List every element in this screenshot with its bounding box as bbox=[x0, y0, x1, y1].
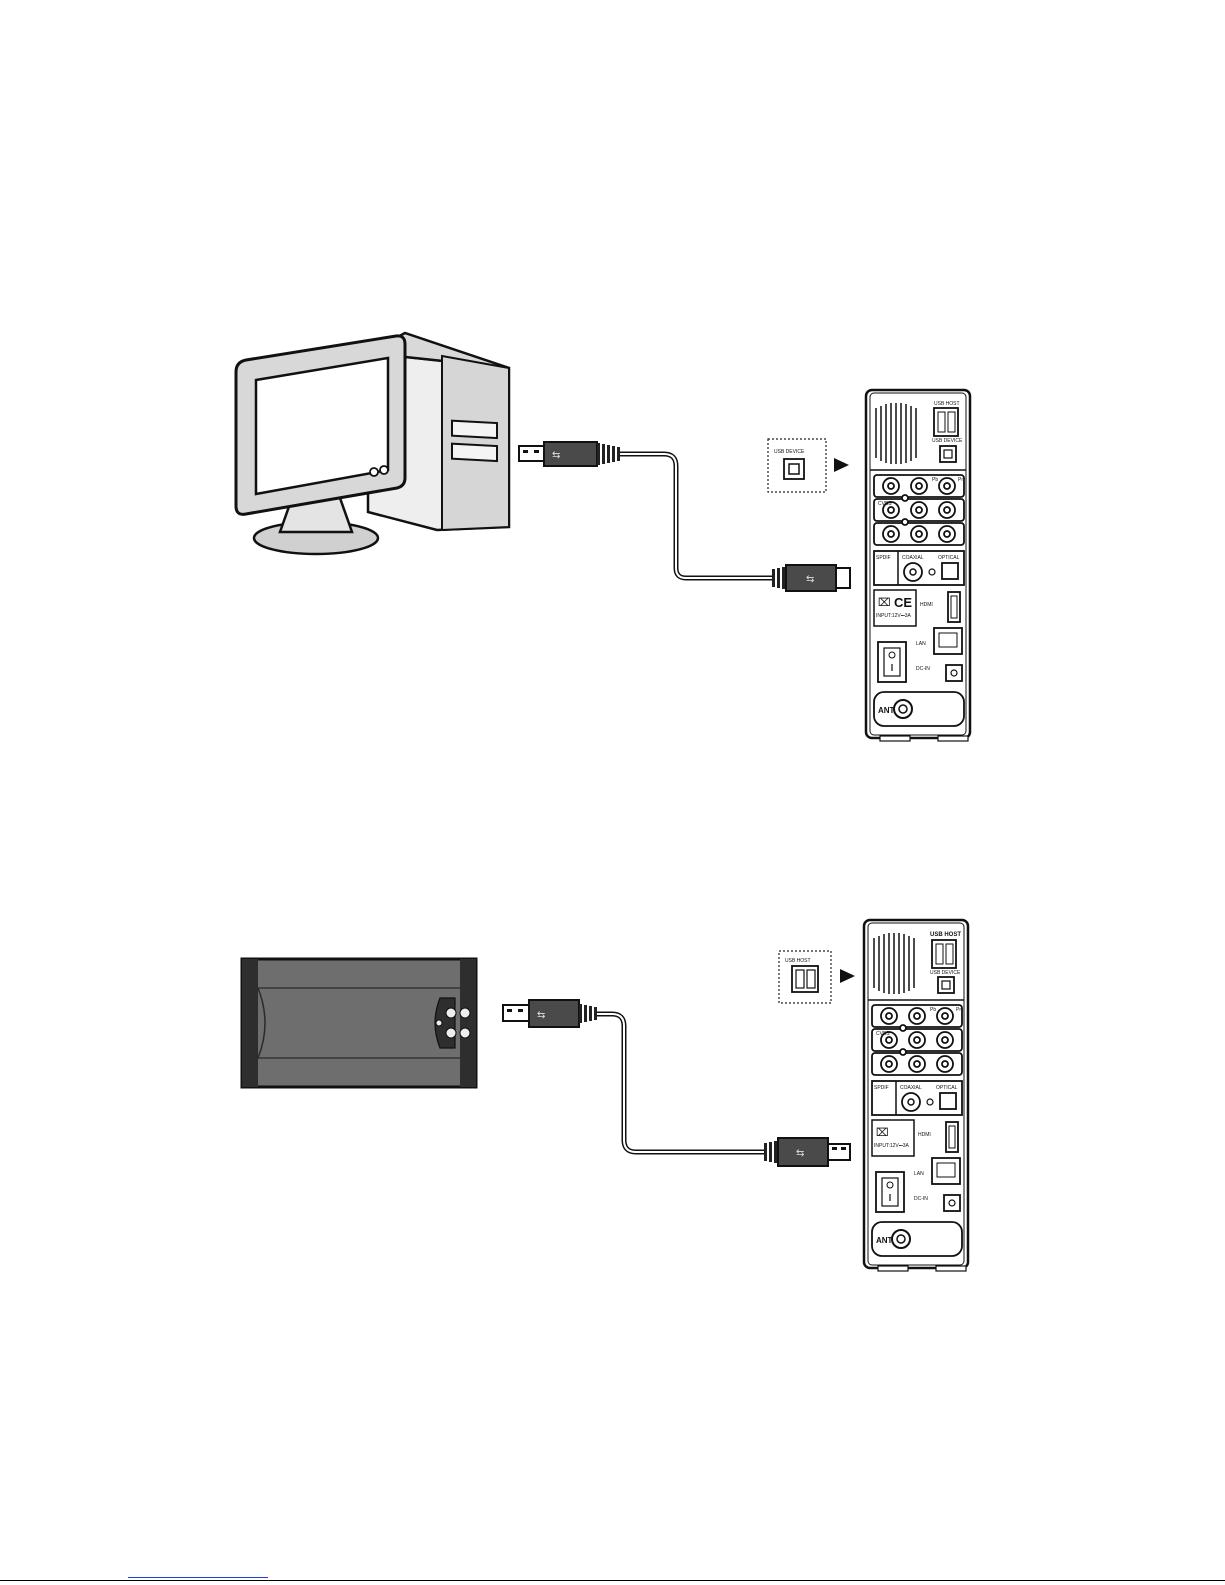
optical-jack bbox=[942, 563, 958, 579]
optical-label: OPTICAL bbox=[938, 555, 960, 561]
lan-label: LAN bbox=[914, 1171, 924, 1177]
external-hard-drive-icon bbox=[242, 959, 476, 1087]
optical-jack bbox=[940, 1093, 956, 1109]
spdif-label: SPDIF bbox=[876, 555, 891, 561]
cvbs-label: CVBS bbox=[876, 1031, 890, 1037]
usb-device-label: USB DEVICE bbox=[930, 970, 961, 976]
pb-label: Pb bbox=[932, 477, 938, 483]
pointer-arrow-icon bbox=[840, 969, 855, 983]
power-rating-label: INPUT:12V⎓3A bbox=[876, 613, 912, 619]
pointer-arrow-icon bbox=[834, 458, 849, 472]
media-player-rear-panel: USB HOST USB DEVICE Pb Pr bbox=[866, 390, 970, 741]
media-player-rear-panel: USB HOST USB DEVICE Pb Pr CVBS bbox=[864, 920, 968, 1271]
ant-label: ANT bbox=[876, 1236, 893, 1245]
usb-host-label: USB HOST bbox=[930, 932, 961, 938]
weee-bin-icon: ⌧ bbox=[876, 1126, 889, 1139]
coaxial-label: COAXIAL bbox=[902, 555, 924, 561]
pr-label: Pr bbox=[956, 1007, 961, 1013]
usb-a-to-a-cable: ⇆ ⇆ bbox=[503, 1000, 850, 1166]
hdmi-label: HDMI bbox=[920, 602, 933, 608]
pb-label: Pb bbox=[930, 1007, 936, 1013]
pc-to-player-diagram: ⇆ ⇆ USB DEVICE bbox=[236, 333, 970, 741]
ant-label: ANT bbox=[878, 706, 895, 715]
dc-in-label: DC-IN bbox=[916, 666, 930, 672]
svg-text:⇆: ⇆ bbox=[537, 1010, 545, 1021]
desktop-computer-icon bbox=[236, 333, 509, 554]
spdif-label: SPDIF bbox=[874, 1085, 889, 1091]
power-rating-label: INPUT:12V⎓3A bbox=[874, 1143, 910, 1149]
lan-label: LAN bbox=[916, 641, 926, 647]
optical-label: OPTICAL bbox=[936, 1085, 958, 1091]
av-output-jacks bbox=[874, 475, 964, 545]
callout-port-label: USB HOST bbox=[785, 958, 811, 964]
drive-to-player-diagram: ⇆ ⇆ USB HOST bbox=[242, 920, 968, 1271]
ce-mark: CE bbox=[894, 595, 912, 610]
svg-text:⇆: ⇆ bbox=[552, 450, 560, 461]
svg-text:⇆: ⇆ bbox=[806, 574, 814, 585]
footer-link-underline[interactable] bbox=[128, 1577, 268, 1578]
coaxial-label: COAXIAL bbox=[900, 1085, 922, 1091]
usb-device-port-callout: USB DEVICE bbox=[768, 439, 849, 492]
usb-host-label: USB HOST bbox=[934, 401, 960, 407]
footer-divider bbox=[0, 1580, 1225, 1581]
pr-label: Pr bbox=[958, 477, 963, 483]
dc-in-label: DC-IN bbox=[914, 1196, 928, 1202]
usb-device-label: USB DEVICE bbox=[932, 438, 963, 444]
av-output-jacks bbox=[872, 1005, 962, 1075]
callout-port-label: USB DEVICE bbox=[774, 449, 805, 455]
usb-host-port-callout: USB HOST bbox=[779, 951, 855, 1003]
hdmi-label: HDMI bbox=[918, 1132, 931, 1138]
svg-text:⇆: ⇆ bbox=[796, 1148, 804, 1159]
weee-bin-icon: ⌧ bbox=[878, 596, 891, 609]
cvbs-label: CVBS bbox=[878, 501, 892, 507]
